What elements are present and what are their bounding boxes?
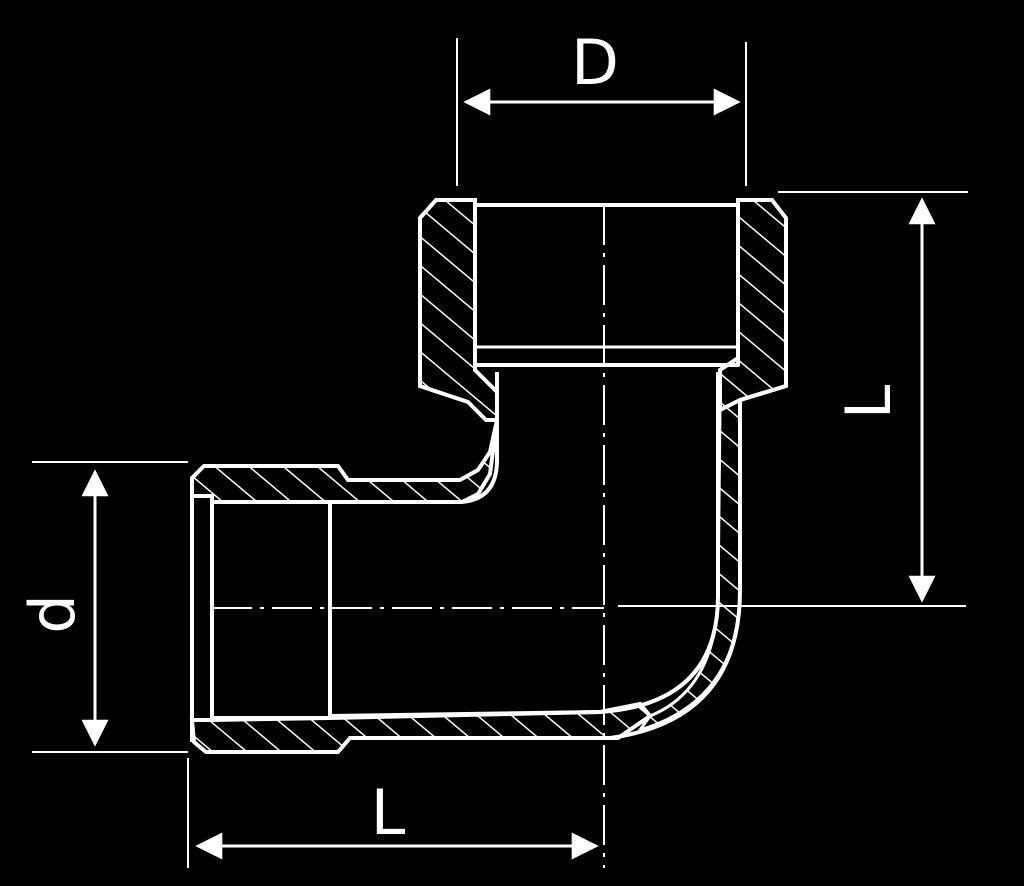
label-vertical-length: L: [832, 384, 905, 419]
label-horizontal-length: L: [371, 776, 406, 849]
dimension-arrows: [81, 88, 936, 860]
left-socket-bore: [210, 500, 332, 720]
center-lines: [212, 205, 605, 868]
top-socket-bore: [473, 203, 740, 367]
top-socket-left-wall: [418, 198, 499, 422]
inner-pipe-right: [599, 372, 720, 714]
left-socket-upper-wall: [190, 419, 499, 504]
top-socket-right-wall: [718, 198, 788, 414]
outer-bend-wall: [636, 397, 742, 733]
fitting-outline: [190, 203, 787, 742]
hatched-walls: [189, 198, 788, 754]
extension-lines: [32, 38, 968, 868]
inner-pipe-left: [459, 372, 499, 504]
outer-contour-right: [609, 384, 787, 740]
label-side-diameter: d: [16, 594, 89, 633]
label-top-diameter: D: [571, 26, 619, 99]
